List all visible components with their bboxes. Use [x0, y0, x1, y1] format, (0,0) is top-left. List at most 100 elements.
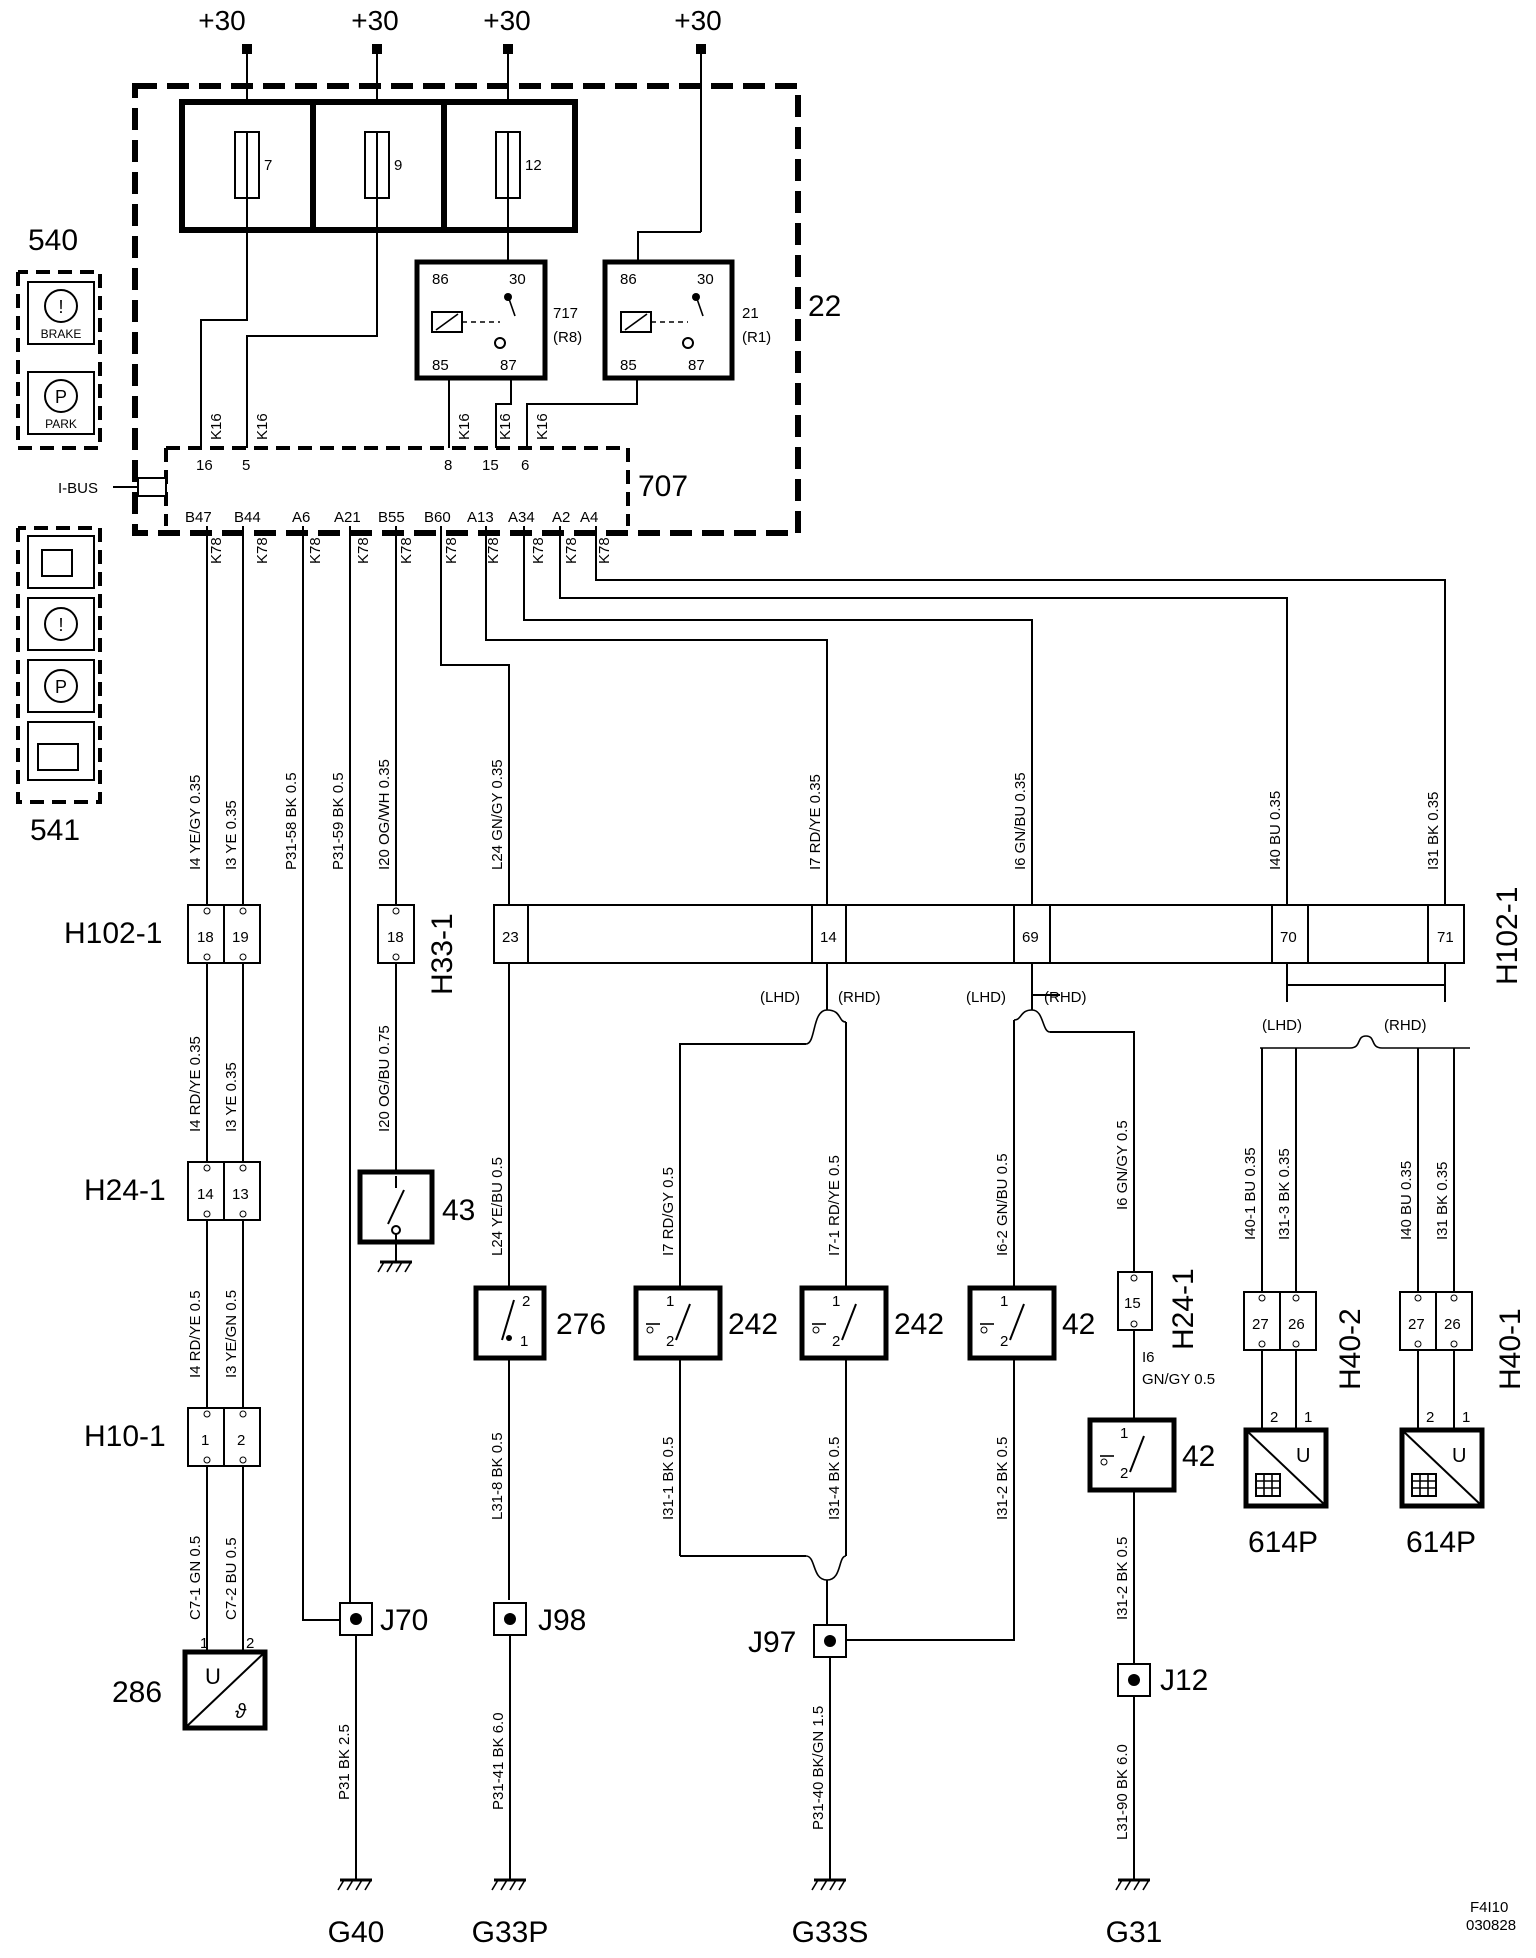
- svg-text:I6-2 GN/BU 0.5: I6-2 GN/BU 0.5: [994, 1153, 1011, 1256]
- svg-text:H102-1: H102-1: [64, 917, 162, 950]
- svg-text:K78: K78: [485, 537, 502, 564]
- module-707-label: 707: [638, 470, 688, 503]
- svg-text:26: 26: [1288, 1316, 1305, 1333]
- svg-text:J98: J98: [538, 1604, 586, 1637]
- connector-h40-2: 27 26 H40-2: [1243, 1291, 1367, 1390]
- svg-text:!: !: [58, 297, 63, 317]
- svg-text:L31-8 BK 0.5: L31-8 BK 0.5: [489, 1432, 506, 1520]
- svg-text:I40 BU 0.35: I40 BU 0.35: [1398, 1161, 1415, 1240]
- svg-text:614P: 614P: [1248, 1526, 1318, 1559]
- ibus-connector: I-BUS: [58, 477, 167, 497]
- relay-717-sub: (R8): [553, 329, 582, 346]
- relay-21-id: 21: [742, 305, 759, 322]
- grid-icon: [1255, 1473, 1281, 1497]
- k78-pins: B47 B44 A6 A21 B55 B60 A13 A34 A2 A4 K78…: [185, 509, 613, 564]
- svg-text:2: 2: [1270, 1409, 1278, 1426]
- svg-text:L24 GN/GY 0.35: L24 GN/GY 0.35: [489, 759, 506, 870]
- svg-text:14: 14: [820, 929, 837, 946]
- svg-text:242: 242: [728, 1308, 778, 1341]
- svg-text:H24-1: H24-1: [1167, 1268, 1200, 1350]
- svg-text:1: 1: [201, 1432, 209, 1449]
- svg-text:85: 85: [620, 357, 637, 374]
- switch-43: 43: [357, 1169, 475, 1273]
- svg-text:H24-1: H24-1: [84, 1174, 166, 1207]
- power-label-3: +30: [483, 5, 531, 36]
- svg-text:30: 30: [697, 271, 714, 288]
- svg-text:K78: K78: [398, 537, 415, 564]
- svg-text:18: 18: [387, 929, 404, 946]
- svg-text:!: !: [58, 615, 63, 635]
- svg-text:1: 1: [666, 1293, 674, 1310]
- switch-42-rhd: 1 2 42: [1087, 1417, 1215, 1493]
- svg-text:15: 15: [1124, 1295, 1141, 1312]
- svg-text:(RHD): (RHD): [1044, 989, 1087, 1006]
- svg-text:42: 42: [1062, 1308, 1095, 1341]
- ground-icon: G33S: [792, 1916, 869, 1949]
- switch-242-a: 1 2 242: [633, 1285, 778, 1361]
- svg-text:P31-40 BK/GN 1.5: P31-40 BK/GN 1.5: [810, 1706, 827, 1830]
- svg-text:P31-41 BK 6.0: P31-41 BK 6.0: [490, 1712, 507, 1810]
- upper-wire-labels: I4 YE/GY 0.35 I3 YE 0.35 P31-58 BK 0.5 P…: [187, 759, 1442, 870]
- warning-icon: [44, 607, 78, 641]
- ground-icon: G33P: [472, 1916, 549, 1949]
- svg-text:U: U: [1296, 1445, 1310, 1467]
- svg-text:86: 86: [432, 271, 449, 288]
- svg-text:I20 OG/WH 0.35: I20 OG/WH 0.35: [376, 759, 393, 870]
- svg-text:P: P: [55, 387, 67, 407]
- svg-text:2: 2: [237, 1432, 245, 1449]
- svg-text:I31 BK 0.35: I31 BK 0.35: [1425, 792, 1442, 870]
- svg-text:H10-1: H10-1: [84, 1420, 166, 1453]
- connector-h24-1-right: 15 H24-1: [1117, 1268, 1200, 1350]
- ground-g40: G40: [328, 1878, 384, 1949]
- svg-text:I6: I6: [1142, 1349, 1155, 1366]
- svg-text:27: 27: [1252, 1316, 1269, 1333]
- svg-text:(RHD): (RHD): [838, 989, 881, 1006]
- svg-text:(LHD): (LHD): [966, 989, 1006, 1006]
- svg-text:K78: K78: [254, 537, 271, 564]
- svg-text:J97: J97: [748, 1626, 796, 1659]
- ground-icon: G31: [1106, 1916, 1163, 1949]
- svg-text:K78: K78: [355, 537, 372, 564]
- svg-text:15: 15: [482, 457, 499, 474]
- svg-text:B55: B55: [378, 509, 405, 526]
- connector-h102-1-main: 23 14 69 70 71 H102-1: [493, 887, 1524, 985]
- connector-h102-1-left: H102-1 18 19: [64, 904, 261, 964]
- temperature-symbol: ϑ: [235, 1701, 247, 1723]
- svg-text:286: 286: [112, 1676, 162, 1709]
- svg-text:42: 42: [1182, 1440, 1215, 1473]
- svg-text:C7-2 BU 0.5: C7-2 BU 0.5: [223, 1537, 240, 1620]
- svg-text:K16: K16: [208, 413, 225, 440]
- svg-text:13: 13: [232, 1186, 249, 1203]
- power-terminal-4: [696, 44, 706, 54]
- variant-split-i7: (LHD) (RHD): [679, 963, 881, 1288]
- svg-text:K16: K16: [254, 413, 271, 440]
- svg-text:H40-2: H40-2: [1334, 1308, 1367, 1390]
- svg-text:I31 BK 0.35: I31 BK 0.35: [1434, 1162, 1451, 1240]
- power-terminal-2: [372, 44, 382, 54]
- svg-text:16: 16: [196, 457, 213, 474]
- ground-g31: G31: [1106, 1878, 1163, 1949]
- svg-text:86: 86: [620, 271, 637, 288]
- sensor-286: 1 2 U ϑ 286: [112, 1635, 268, 1731]
- svg-text:2: 2: [522, 1293, 530, 1310]
- junction-j12: J12: [1117, 1663, 1208, 1697]
- instrument-cluster: 540 ! BRAKE P PARK ! P 541: [16, 224, 102, 847]
- svg-text:I31-1 BK 0.5: I31-1 BK 0.5: [660, 1437, 677, 1520]
- svg-text:H33-1: H33-1: [426, 913, 459, 995]
- svg-text:614P: 614P: [1406, 1526, 1476, 1559]
- svg-text:K78: K78: [208, 537, 225, 564]
- svg-text:B47: B47: [185, 509, 212, 526]
- svg-text:6: 6: [521, 457, 529, 474]
- svg-text:I4 RD/YE 0.35: I4 RD/YE 0.35: [187, 1036, 204, 1132]
- svg-text:H40-1: H40-1: [1494, 1308, 1527, 1390]
- svg-text:1: 1: [1304, 1409, 1312, 1426]
- power-label-2: +30: [351, 5, 399, 36]
- junction-j98: J98: [493, 1602, 586, 1637]
- relay-717-id: 717: [553, 305, 578, 322]
- svg-text:P: P: [55, 677, 67, 697]
- svg-text:P31 BK 2.5: P31 BK 2.5: [336, 1724, 353, 1800]
- svg-text:K16: K16: [497, 413, 514, 440]
- svg-text:27: 27: [1408, 1316, 1425, 1333]
- svg-text:I4 RD/YE 0.5: I4 RD/YE 0.5: [187, 1290, 204, 1378]
